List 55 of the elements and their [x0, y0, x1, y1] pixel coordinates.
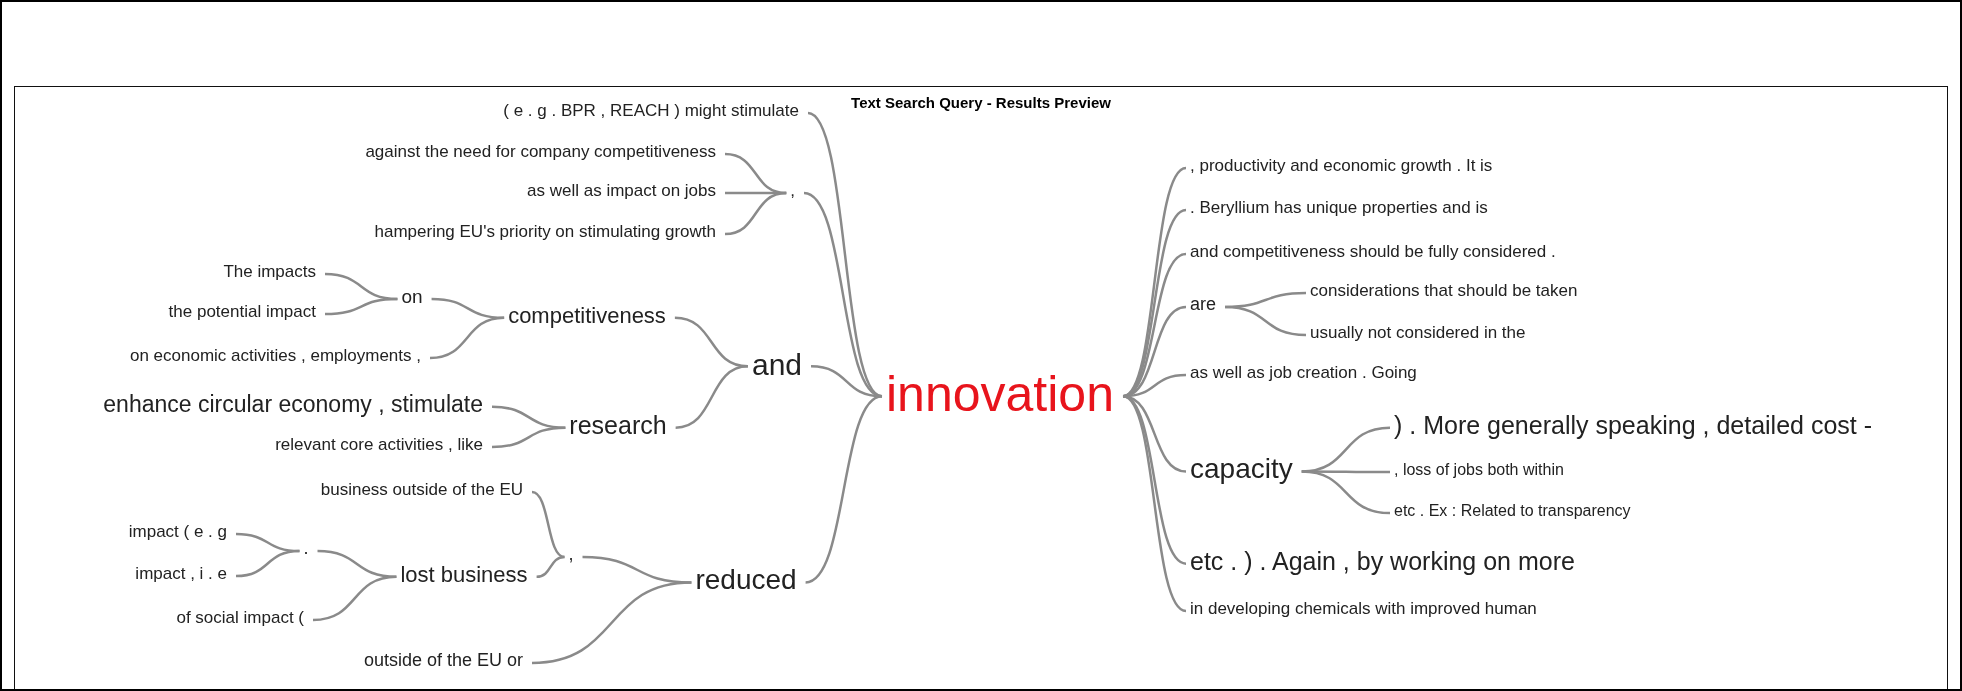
phrase: hampering EU's priority on stimulating growth: [374, 222, 716, 242]
phrase: impact , i . e: [135, 564, 227, 584]
branch-line: [531, 581, 692, 665]
branch-line: [429, 316, 505, 360]
phrase: as well as job creation . Going: [1190, 363, 1417, 383]
phrase: reduced: [695, 565, 797, 596]
branch-line: [235, 549, 300, 578]
phrase: The impacts: [223, 262, 316, 282]
branch-line: [491, 426, 566, 449]
branch-line: [724, 191, 787, 236]
phrase: the potential impact: [168, 302, 316, 322]
phrase: enhance circular economy , stimulate: [103, 392, 483, 418]
phrase: are: [1190, 295, 1216, 315]
phrase: ,: [568, 545, 574, 565]
phrase: relevant core activities , like: [275, 435, 483, 455]
branch-line: [324, 297, 398, 316]
phrase: etc . ) . Again , by working on more: [1190, 547, 1575, 576]
phrase: . Beryllium has unique properties and is: [1190, 198, 1488, 218]
branch-line: [312, 575, 397, 622]
phrase: in developing chemicals with improved human: [1190, 599, 1537, 619]
phrase: research: [569, 411, 667, 440]
phrase: against the need for company competitiveness: [365, 142, 716, 162]
phrase: considerations that should be taken: [1310, 281, 1578, 301]
branch-line: [805, 395, 883, 584]
phrase: ) . More generally speaking , detailed cost -: [1394, 411, 1872, 440]
title: Text Search Query - Results Preview: [851, 94, 1111, 111]
branch-line: [317, 549, 397, 579]
branch-line: [675, 365, 749, 429]
root-word: innovation: [886, 366, 1114, 422]
phrase: impact ( e . g: [128, 522, 227, 542]
branch-line: [431, 297, 505, 320]
phrase: of social impact (: [176, 608, 304, 628]
branch-line: [536, 555, 565, 579]
branch-line: [807, 112, 883, 398]
phrase: on economic activities , employments ,: [130, 346, 421, 366]
branch-line: [1224, 305, 1307, 337]
phrase: business outside of the EU: [320, 480, 523, 500]
phrase: on: [401, 286, 423, 308]
phrase: , loss of jobs both within: [1394, 461, 1564, 479]
phrase: , productivity and economic growth . It is: [1190, 156, 1493, 176]
phrase: capacity: [1190, 454, 1293, 485]
branch-line: [531, 490, 565, 559]
phrase: competitiveness: [508, 303, 666, 328]
phrase: outside of the EU or: [363, 651, 523, 671]
phrase: usually not considered in the: [1310, 323, 1526, 343]
phrase: ( e . g . BPR , REACH ) might stimulate: [503, 101, 799, 121]
phrase: lost business: [400, 562, 528, 587]
phrase: as well as impact on jobs: [527, 181, 716, 201]
branch-line: [1301, 470, 1391, 515]
phrase: .: [303, 539, 309, 559]
phrase: and competitiveness should be fully considered .: [1190, 242, 1556, 262]
phrase: etc . Ex : Related to transparency: [1394, 502, 1631, 520]
branch-line: [1122, 167, 1187, 398]
phrase: ,: [790, 181, 795, 201]
phrase: and: [751, 347, 803, 381]
